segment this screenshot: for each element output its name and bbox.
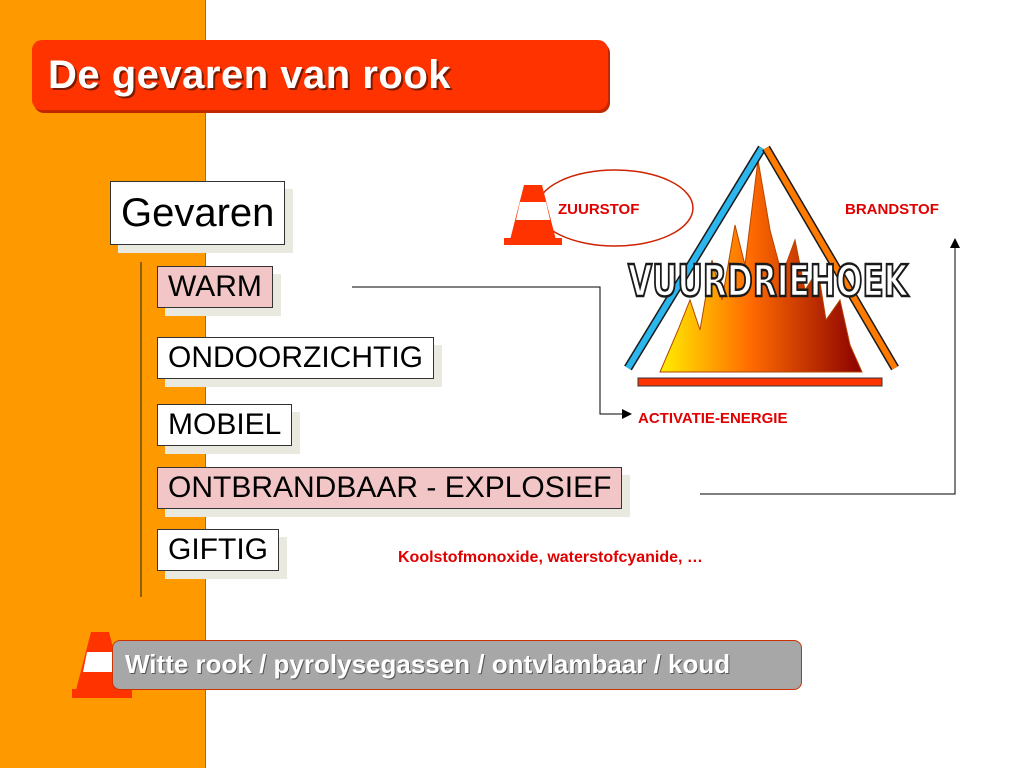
- triangle-right-side: [763, 146, 898, 370]
- bottom-banner: Witte rook / pyrolysegassen / ontvlambaa…: [112, 640, 802, 690]
- triangle-base: [637, 377, 883, 387]
- gevaren-box: Gevaren: [110, 181, 286, 245]
- explosief-arrow: [700, 238, 960, 495]
- item-mobiel-label: MOBIEL: [168, 408, 282, 441]
- flame-graphic: [659, 159, 863, 373]
- zuurstof-label: ZUURSTOF: [558, 201, 640, 218]
- item-warm: WARM: [157, 266, 273, 308]
- item-warm-label: WARM: [168, 270, 262, 303]
- bottom-banner-text: Witte rook / pyrolysegassen / ontvlambaa…: [125, 649, 731, 679]
- triangle-left-side: [625, 146, 765, 370]
- page-title: De gevaren van rook: [48, 53, 451, 97]
- vuurdriehoek-title: VUURDRIEHOEK: [628, 256, 909, 307]
- activatie-energie-label: ACTIVATIE-ENERGIE: [638, 410, 788, 427]
- item-ontbrandbaar-label: ONTBRANDBAAR - EXPLOSIEF: [168, 471, 612, 504]
- gevaren-label: Gevaren: [121, 191, 275, 235]
- item-giftig: GIFTIG: [157, 529, 279, 571]
- item-ondoorzichtig-label: ONDOORZICHTIG: [168, 341, 423, 374]
- item-mobiel: MOBIEL: [157, 404, 293, 446]
- item-ontbrandbaar-explosief: ONTBRANDBAAR - EXPLOSIEF: [157, 467, 623, 509]
- item-ondoorzichtig: ONDOORZICHTIG: [157, 337, 434, 379]
- brandstof-label: BRANDSTOF: [845, 201, 939, 218]
- traffic-cone-icon: [504, 185, 562, 245]
- title-bar: De gevaren van rook: [32, 40, 608, 110]
- warm-arrow: [352, 286, 632, 419]
- item-giftig-label: GIFTIG: [168, 533, 268, 566]
- giftig-note: Koolstofmonoxide, waterstofcyanide, …: [398, 549, 703, 566]
